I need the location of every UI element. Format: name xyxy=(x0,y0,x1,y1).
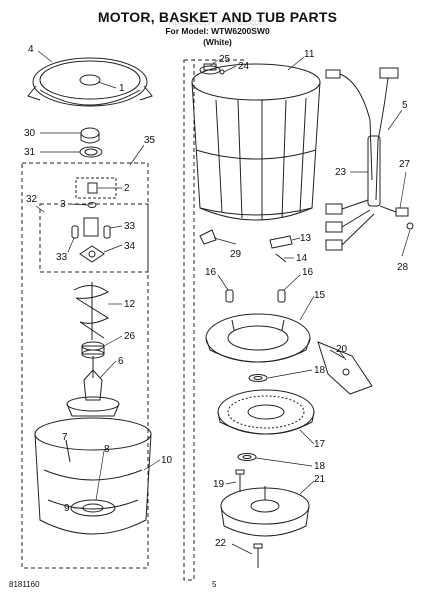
leader-16b xyxy=(283,274,301,291)
callout-18-upper: 18 xyxy=(314,365,326,376)
callout-26: 26 xyxy=(124,331,136,342)
leader-21 xyxy=(299,480,315,495)
watermark: AppliancePartsPros.com xyxy=(168,17,267,27)
agitator-part xyxy=(66,356,120,417)
callout-35: 35 xyxy=(144,135,156,146)
gearcase-part xyxy=(71,217,111,263)
motor-housing-part xyxy=(220,486,310,537)
callout-24: 24 xyxy=(238,61,250,72)
callout-2: 2 xyxy=(124,183,130,194)
leader-4 xyxy=(37,50,53,63)
callout-5: 5 xyxy=(402,100,408,111)
leader-7 xyxy=(65,440,69,451)
callout-32: 32 xyxy=(26,194,38,205)
leader-34 xyxy=(103,244,123,253)
model-subtitle: For Model: WTW6200SW0 xyxy=(165,26,270,36)
tub-basket-part xyxy=(34,417,152,535)
leader-3 xyxy=(68,203,89,206)
leader-35 xyxy=(129,144,145,166)
callout-4: 4 xyxy=(28,44,34,55)
callout-30: 30 xyxy=(24,128,36,139)
callout-10: 10 xyxy=(161,455,173,466)
leader-24 xyxy=(223,65,237,73)
callout-12: 12 xyxy=(124,299,136,310)
leader-28 xyxy=(401,229,411,257)
leader-18b xyxy=(255,457,313,467)
callout-18-lower: 18 xyxy=(314,461,326,472)
callout-13: 13 xyxy=(300,233,312,244)
spin-basket-part xyxy=(191,63,321,221)
leader-25 xyxy=(209,59,219,67)
leader-33a xyxy=(109,225,123,229)
leader-8 xyxy=(95,450,105,501)
callout-19: 19 xyxy=(213,479,225,490)
assembly-box-right xyxy=(183,59,195,581)
page-title: MOTOR, BASKET AND TUB PARTS xyxy=(97,9,338,25)
callout-16-left: 16 xyxy=(205,267,217,278)
leader-16a xyxy=(217,274,229,291)
callout-9: 9 xyxy=(64,503,70,514)
callout-14: 14 xyxy=(296,253,308,264)
callout-7: 7 xyxy=(62,432,68,443)
bushing-part xyxy=(81,341,105,359)
callout-34: 34 xyxy=(124,241,136,252)
callout-21: 21 xyxy=(314,474,326,485)
callout-16-right: 16 xyxy=(302,267,314,278)
callout-22: 22 xyxy=(215,538,227,549)
wire-harness-part xyxy=(325,67,414,251)
document-number: 8181160 xyxy=(9,580,40,589)
cap-part xyxy=(79,127,103,158)
leader-32 xyxy=(35,205,45,213)
callout-8: 8 xyxy=(104,444,110,455)
clip-part xyxy=(269,235,293,263)
callout-23: 23 xyxy=(335,167,347,178)
leader-22 xyxy=(231,543,253,555)
callout-31: 31 xyxy=(24,147,36,158)
leader-26 xyxy=(103,335,123,347)
snubber-parts xyxy=(225,289,286,303)
callout-28: 28 xyxy=(397,262,409,273)
leader-6 xyxy=(99,360,117,379)
callout-25: 25 xyxy=(219,54,231,65)
stator-part xyxy=(317,341,373,395)
callout-17: 17 xyxy=(314,439,326,450)
callout-1: 1 xyxy=(119,83,125,94)
leader-33b xyxy=(67,237,75,253)
page-number: 5 xyxy=(212,580,217,589)
washer-part-lower xyxy=(237,453,257,461)
assembly-box-left xyxy=(21,162,149,569)
leader-5 xyxy=(387,109,403,131)
callout-33-left: 33 xyxy=(56,252,68,263)
callout-3: 3 xyxy=(60,199,66,210)
callout-29: 29 xyxy=(230,249,242,260)
auger-part xyxy=(73,282,110,340)
leader-15 xyxy=(299,295,315,321)
leader-17 xyxy=(299,429,315,445)
leader-20 xyxy=(339,351,347,361)
assembly-box-gearcase xyxy=(39,203,149,273)
leader-19 xyxy=(225,481,237,485)
leader-11 xyxy=(287,56,305,71)
ring-plate-part xyxy=(205,313,311,363)
callout-11: 11 xyxy=(304,49,315,60)
rotor-part xyxy=(217,389,315,435)
leader-29 xyxy=(213,237,237,245)
variant-subtitle: (White) xyxy=(203,37,232,47)
callout-6: 6 xyxy=(118,356,124,367)
leader-1 xyxy=(97,81,117,89)
callout-27: 27 xyxy=(399,159,411,170)
callout-33-right: 33 xyxy=(124,221,136,232)
callout-15: 15 xyxy=(314,290,326,301)
callout-20: 20 xyxy=(336,344,348,355)
tub-ring-part xyxy=(27,57,153,107)
washer-part-upper xyxy=(248,374,268,382)
bolt-part xyxy=(235,469,245,492)
leader-27 xyxy=(399,171,407,209)
foot-part xyxy=(199,229,217,245)
screw-part xyxy=(253,543,263,568)
leader-18a xyxy=(267,369,313,379)
leader-13 xyxy=(291,237,301,241)
leader-10 xyxy=(143,459,161,471)
